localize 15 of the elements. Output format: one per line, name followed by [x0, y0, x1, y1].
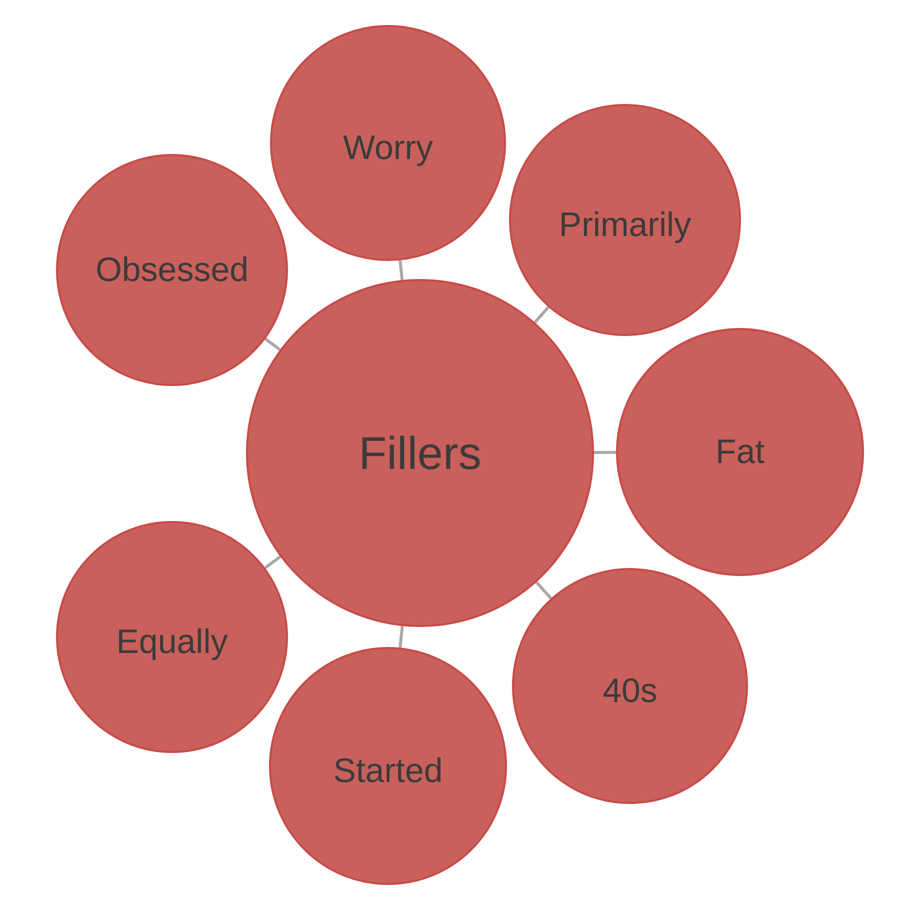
- topic-label: 40s: [602, 670, 658, 712]
- connector-line: [264, 555, 282, 570]
- topic-label: Started: [333, 750, 443, 792]
- connector-line: [594, 450, 616, 454]
- topic-label: Equally: [116, 622, 228, 662]
- connector-line: [398, 260, 404, 280]
- topic-label: Primarily: [558, 204, 692, 246]
- topic-label: Obsessed: [95, 250, 249, 290]
- topic-label: Fillers: [358, 426, 482, 480]
- topic-label: Fat: [715, 432, 765, 472]
- connector-line: [535, 581, 552, 600]
- connector-line: [398, 626, 404, 648]
- connector-line: [534, 306, 550, 324]
- topic-label: Worry: [342, 128, 434, 168]
- connector-line: [264, 338, 281, 351]
